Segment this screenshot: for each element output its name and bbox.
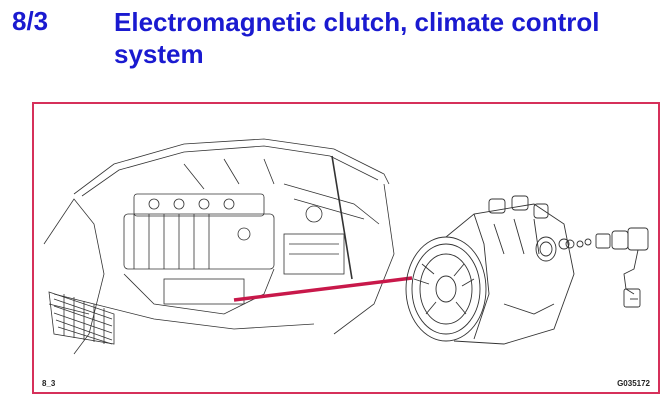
figure-frame: 8_3 G035172 [32, 102, 660, 394]
section-title: Electromagnetic clutch, climate control … [114, 7, 600, 69]
grille-illustration [48, 291, 115, 345]
section-number: 8/3 [12, 6, 49, 36]
figure-illustration [43, 138, 649, 355]
figure-label-right: G035172 [617, 379, 650, 388]
clutch-connector-illustration [565, 227, 649, 308]
pointer-line [233, 276, 413, 302]
figure-label-left: 8_3 [42, 379, 56, 388]
engine-bay-illustration [43, 138, 395, 355]
ac-compressor-illustration [405, 195, 575, 345]
